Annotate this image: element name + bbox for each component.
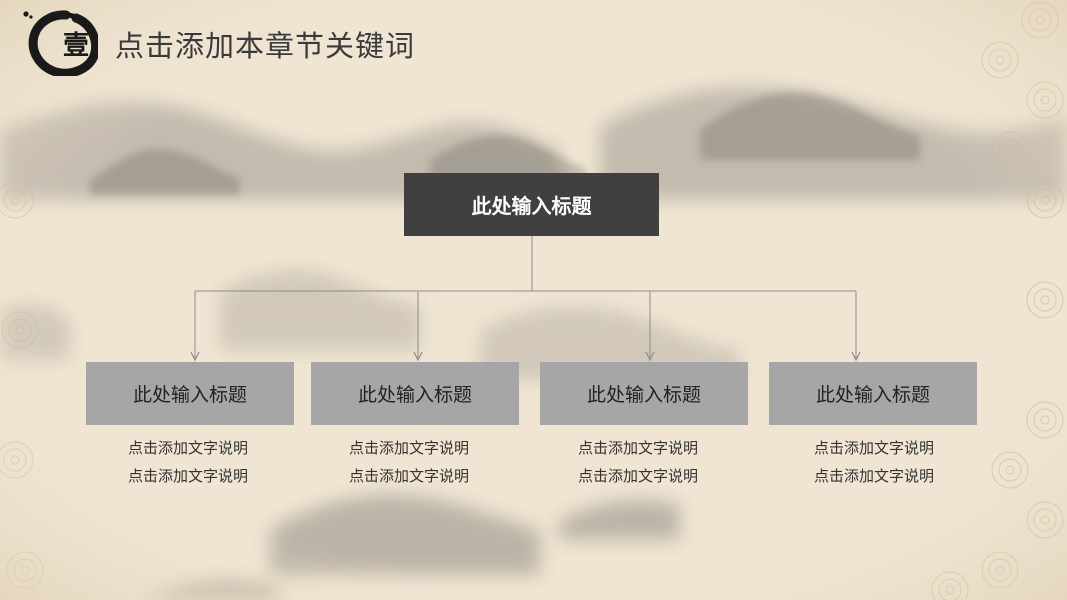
page-title[interactable]: 点击添加本章节关键词 (115, 29, 416, 63)
chapter-number: 壹 (62, 31, 89, 61)
description-line: 点击添加文字说明 (127, 467, 248, 485)
child-title-box-1[interactable]: 此处输入标题 (86, 362, 294, 425)
description-line: 点击添加文字说明 (813, 467, 934, 485)
arrowhead-2 (413, 351, 423, 362)
description-line: 点击添加文字说明 (127, 439, 248, 457)
description-line: 点击添加文字说明 (348, 439, 469, 457)
child-title-box-2[interactable]: 此处输入标题 (311, 362, 519, 425)
description-line: 点击添加文字说明 (348, 467, 469, 485)
child-description-4[interactable]: 点击添加文字说明 点击添加文字说明 (764, 434, 984, 490)
child-description-1[interactable]: 点击添加文字说明 点击添加文字说明 (78, 434, 298, 490)
description-line: 点击添加文字说明 (577, 439, 698, 457)
description-line: 点击添加文字说明 (813, 439, 934, 457)
child-description-3[interactable]: 点击添加文字说明 点击添加文字说明 (528, 434, 748, 490)
root-title-box[interactable]: 此处输入标题 (404, 173, 659, 236)
child-title-box-4[interactable]: 此处输入标题 (769, 362, 977, 425)
arrowhead-3 (645, 351, 655, 362)
description-line: 点击添加文字说明 (577, 467, 698, 485)
arrowhead-1 (190, 351, 200, 362)
child-description-2[interactable]: 点击添加文字说明 点击添加文字说明 (299, 434, 519, 490)
chapter-badge: 壹 (22, 10, 101, 78)
ink-circle-icon (23, 10, 101, 78)
arrowhead-4 (851, 351, 861, 362)
child-title-box-3[interactable]: 此处输入标题 (540, 362, 748, 425)
